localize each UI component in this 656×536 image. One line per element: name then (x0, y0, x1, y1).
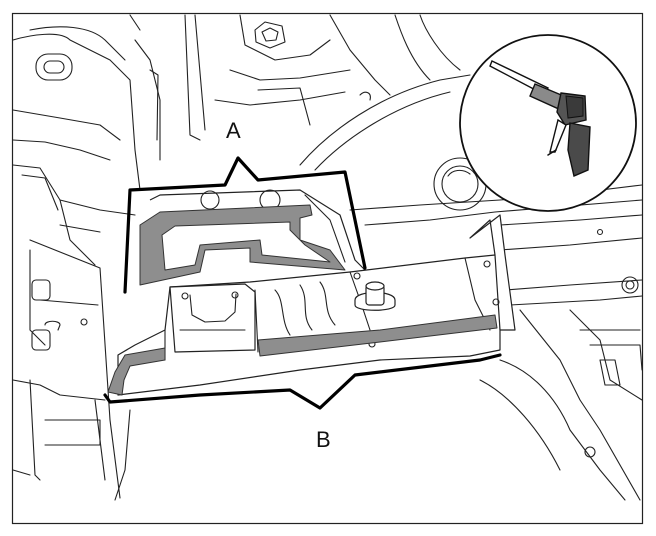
callout-label-a: A (226, 118, 241, 143)
callout-b-outline (103, 353, 502, 410)
sealant-beads (107, 204, 498, 396)
callout-a-outline (123, 156, 367, 294)
inset-magnifier (459, 34, 637, 212)
callout-label-b: B (316, 427, 331, 452)
body-structure-lines (12, 14, 643, 501)
sealant-gun-icon (489, 60, 591, 177)
